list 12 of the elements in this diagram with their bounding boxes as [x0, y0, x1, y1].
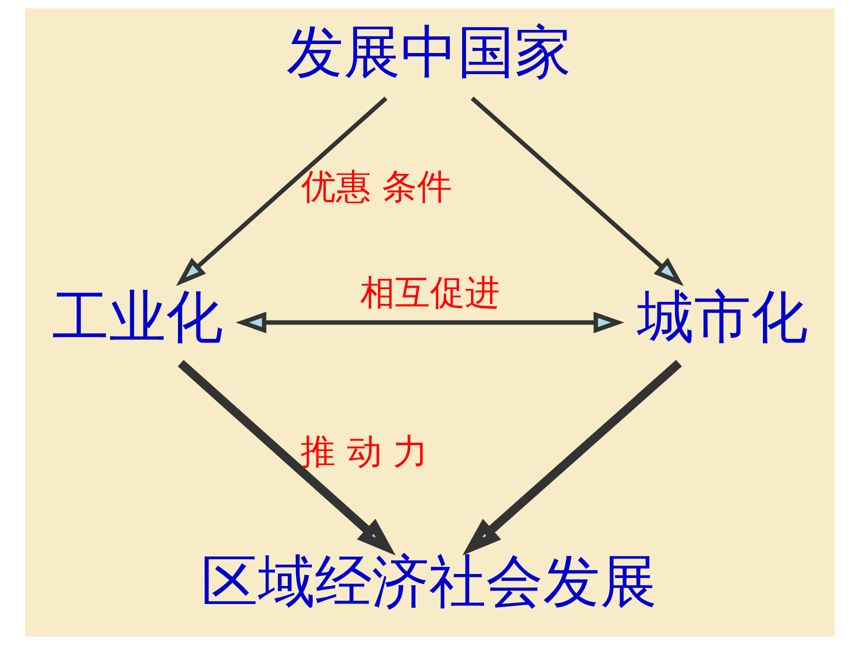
edge-label: 推 动 力 [300, 431, 428, 472]
arrow [470, 96, 684, 286]
arrow [176, 96, 388, 286]
node-text: 工业化 [52, 284, 224, 350]
arrow [236, 312, 624, 334]
arrow [178, 360, 396, 556]
edge-label: 相互促进 [360, 272, 500, 314]
node-text: 发展中国家 [286, 19, 572, 86]
arrow [462, 360, 682, 556]
node-text: 区域经济社会发展 [200, 549, 657, 616]
node-text: 城市化 [636, 284, 808, 350]
edge-label: 优惠 条件 [300, 166, 452, 208]
